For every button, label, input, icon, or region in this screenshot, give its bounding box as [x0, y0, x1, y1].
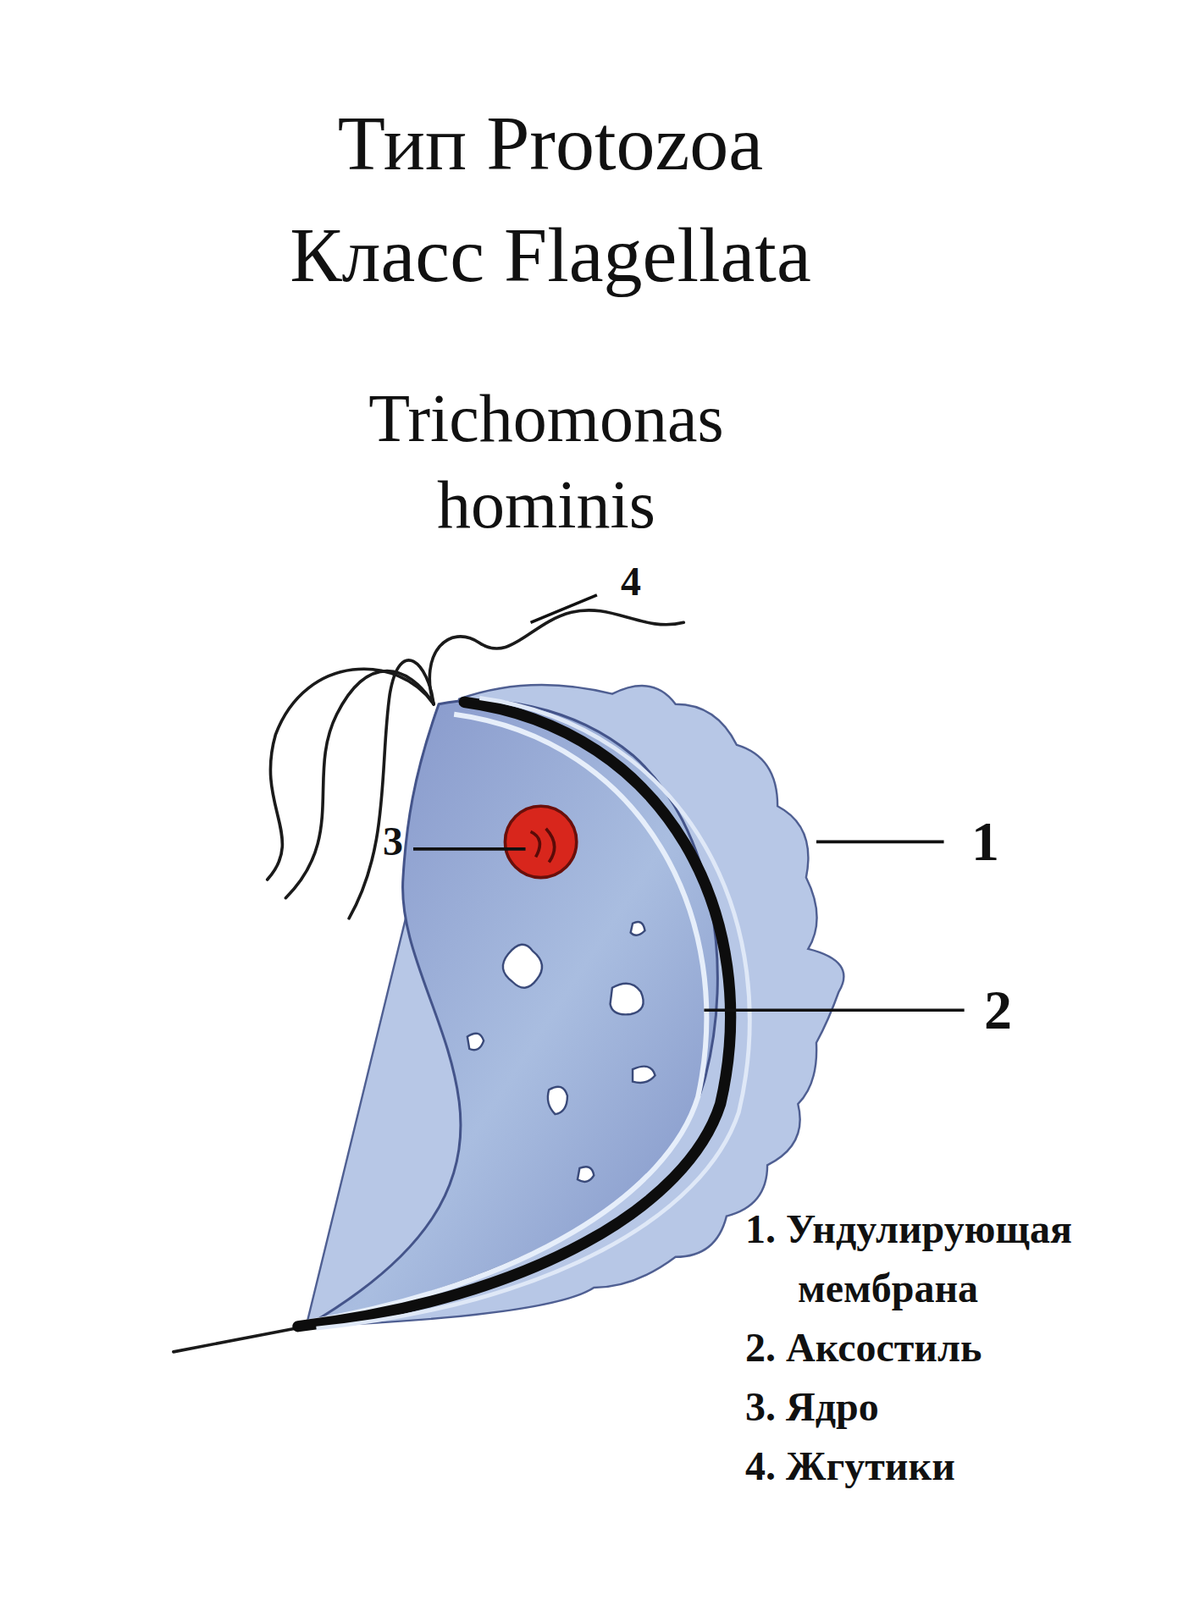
leader-line: [530, 595, 598, 624]
cell-body: [305, 701, 718, 1328]
legend-item: 1. Ундулирующая мембрана: [745, 1200, 1200, 1319]
callout-number: 2: [984, 982, 1012, 1039]
callout-number: 4: [620, 561, 642, 603]
legend-item: 3. Ядро: [745, 1377, 1200, 1438]
leader-lines: [413, 595, 965, 1011]
callout-number: 1: [971, 813, 1000, 870]
callout-number: 3: [382, 821, 404, 863]
vacuole: [467, 1034, 484, 1051]
axostyle-edge: [305, 714, 707, 1323]
vacuole: [577, 1166, 594, 1183]
posterior-flagellum: [173, 1327, 307, 1353]
vacuoles: [467, 922, 656, 1183]
vacuole: [632, 1067, 656, 1084]
vacuole: [610, 984, 644, 1016]
leader-line: [413, 847, 526, 852]
leader-line: [816, 840, 945, 845]
title: Тип Protozoa Класс Flagellata: [267, 87, 834, 311]
leader-line: [703, 1008, 964, 1012]
vacuole: [547, 1087, 568, 1115]
vacuole: [630, 922, 646, 936]
legend-item: 2. Аксостиль: [745, 1318, 1200, 1378]
nucleus: [504, 806, 576, 878]
axostyle: [298, 702, 731, 1327]
legend-item: 4. Жгутики: [745, 1437, 1200, 1497]
vacuole: [503, 945, 542, 989]
axostyle-edge: [316, 698, 751, 1330]
species-name: Trichomonas hominis: [309, 375, 783, 548]
nucleus-detail: [530, 829, 555, 863]
